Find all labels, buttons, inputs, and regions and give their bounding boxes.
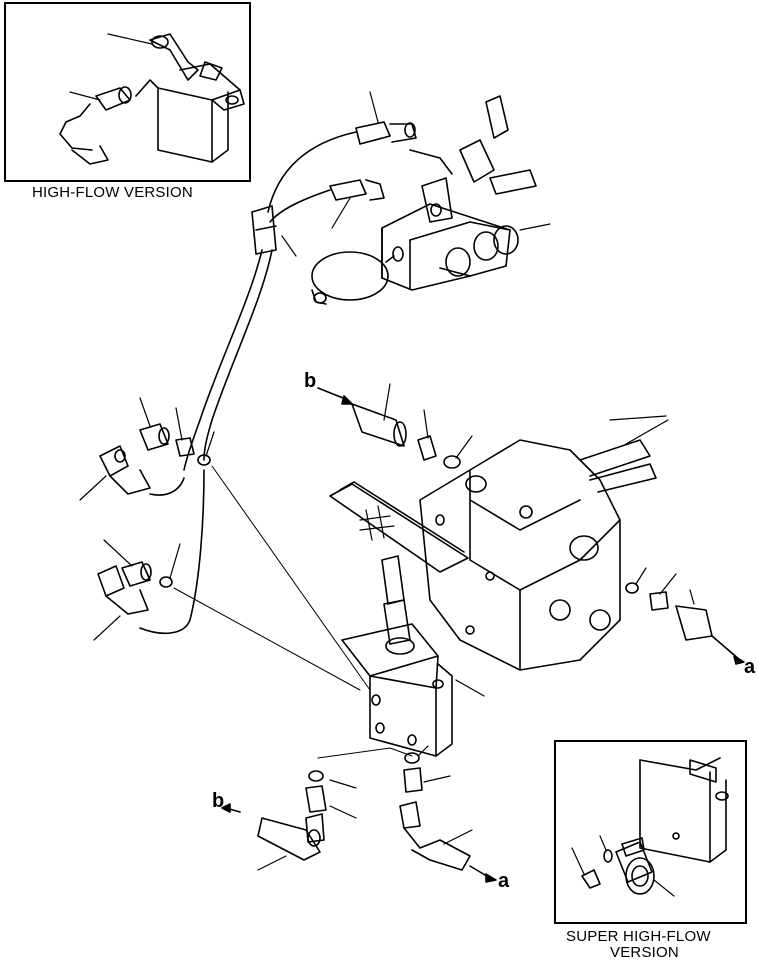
- control-valve-assembly: [329, 481, 485, 757]
- leader-lines: [173, 465, 371, 691]
- high-flow-inset-frame: [4, 2, 251, 182]
- main-control-valve: [419, 415, 745, 671]
- callout-a-lower: a: [498, 870, 510, 892]
- inlet-fittings: [317, 383, 473, 469]
- upper-valve-assembly: [311, 91, 551, 305]
- callout-b-upper: b: [304, 370, 317, 392]
- callout-a-right: a: [744, 656, 756, 678]
- super-high-flow-caption-line1: SUPER HIGH-FLOW: [566, 928, 711, 945]
- high-flow-caption: HIGH-FLOW VERSION: [32, 184, 193, 201]
- super-high-flow-inset-drawing: [571, 757, 729, 897]
- high-flow-inset-drawing: [59, 33, 245, 165]
- left-fittings: [79, 397, 215, 641]
- bottom-fittings: [221, 745, 497, 883]
- callout-b-lower: b: [212, 790, 225, 812]
- super-high-flow-inset-frame: [554, 740, 747, 924]
- hose-lines: [139, 131, 357, 635]
- super-high-flow-caption-line2: VERSION: [610, 944, 679, 961]
